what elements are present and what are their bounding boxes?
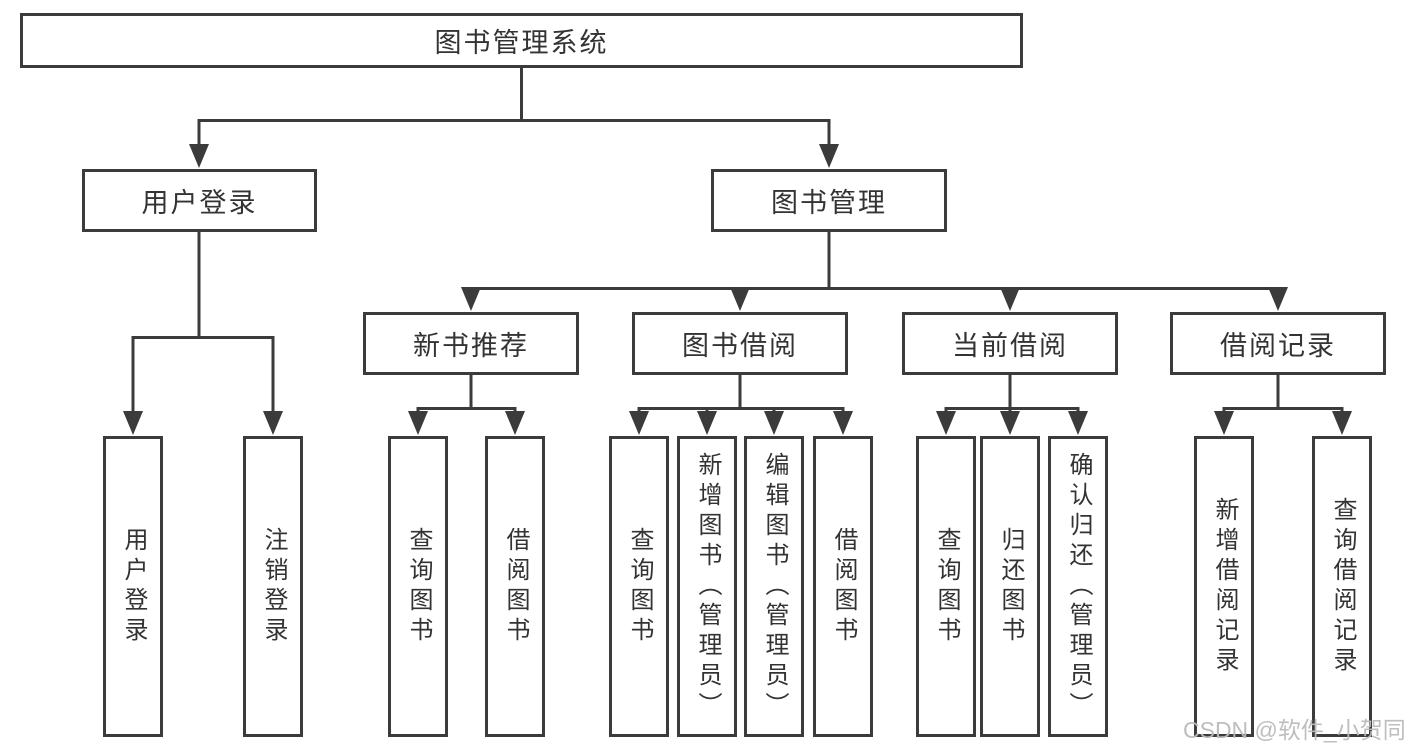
node-label: 借阅记录 xyxy=(1220,331,1336,361)
node-current-borrowing: 当前借阅 xyxy=(902,312,1118,375)
node-label: 新书推荐 xyxy=(413,331,529,361)
node-label: 查询图书 xyxy=(933,526,960,647)
watermark: CSDN @软件_小贺同学 xyxy=(1183,717,1405,743)
leaf-logout: 注销登录 xyxy=(243,436,303,737)
leaf-query-books-borrowing: 查询图书 xyxy=(609,436,669,737)
arrowheads xyxy=(123,144,1352,435)
node-book-borrowing: 图书借阅 xyxy=(632,312,848,375)
node-book-management: 图书管理 xyxy=(711,169,947,232)
node-user-login: 用户登录 xyxy=(82,169,317,232)
node-label: 借阅图书 xyxy=(502,526,529,647)
leaf-add-book-admin: 新增图书（管理员） xyxy=(677,436,737,737)
node-label: 确认归还（管理员） xyxy=(1065,451,1092,722)
leaf-confirm-return-admin: 确认归还（管理员） xyxy=(1048,436,1108,737)
node-borrowing-records: 借阅记录 xyxy=(1170,312,1386,375)
node-label: 查询借阅记录 xyxy=(1329,496,1356,677)
leaf-query-books-current: 查询图书 xyxy=(916,436,976,737)
leaf-borrow-books-recommend: 借阅图书 xyxy=(485,436,545,737)
leaf-edit-book-admin: 编辑图书（管理员） xyxy=(744,436,804,737)
leaf-query-borrow-record: 查询借阅记录 xyxy=(1312,436,1372,737)
node-label: 查询图书 xyxy=(405,526,432,647)
node-label: 归还图书 xyxy=(997,526,1024,647)
node-label: 新增借阅记录 xyxy=(1211,496,1238,677)
node-label: 图书管理系统 xyxy=(434,28,609,58)
node-label: 图书借阅 xyxy=(682,331,798,361)
node-label: 查询图书 xyxy=(626,526,653,647)
leaf-return-book: 归还图书 xyxy=(980,436,1040,737)
node-library-management-system: 图书管理系统 xyxy=(20,13,1023,68)
node-label: 用户登录 xyxy=(120,526,147,647)
leaf-user-login: 用户登录 xyxy=(103,436,163,737)
node-label: 用户登录 xyxy=(141,188,258,218)
node-label: 当前借阅 xyxy=(952,331,1068,361)
leaf-query-books-recommend: 查询图书 xyxy=(388,436,448,737)
leaf-borrow-books-borrowing: 借阅图书 xyxy=(813,436,873,737)
node-label: 图书管理 xyxy=(771,188,887,218)
node-label: 新增图书（管理员） xyxy=(694,451,721,722)
node-label: 借阅图书 xyxy=(830,526,857,647)
leaf-add-borrow-record: 新增借阅记录 xyxy=(1194,436,1254,737)
node-new-book-recommend: 新书推荐 xyxy=(363,312,579,375)
node-label: 编辑图书（管理员） xyxy=(761,451,788,722)
node-label: 注销登录 xyxy=(260,526,287,647)
